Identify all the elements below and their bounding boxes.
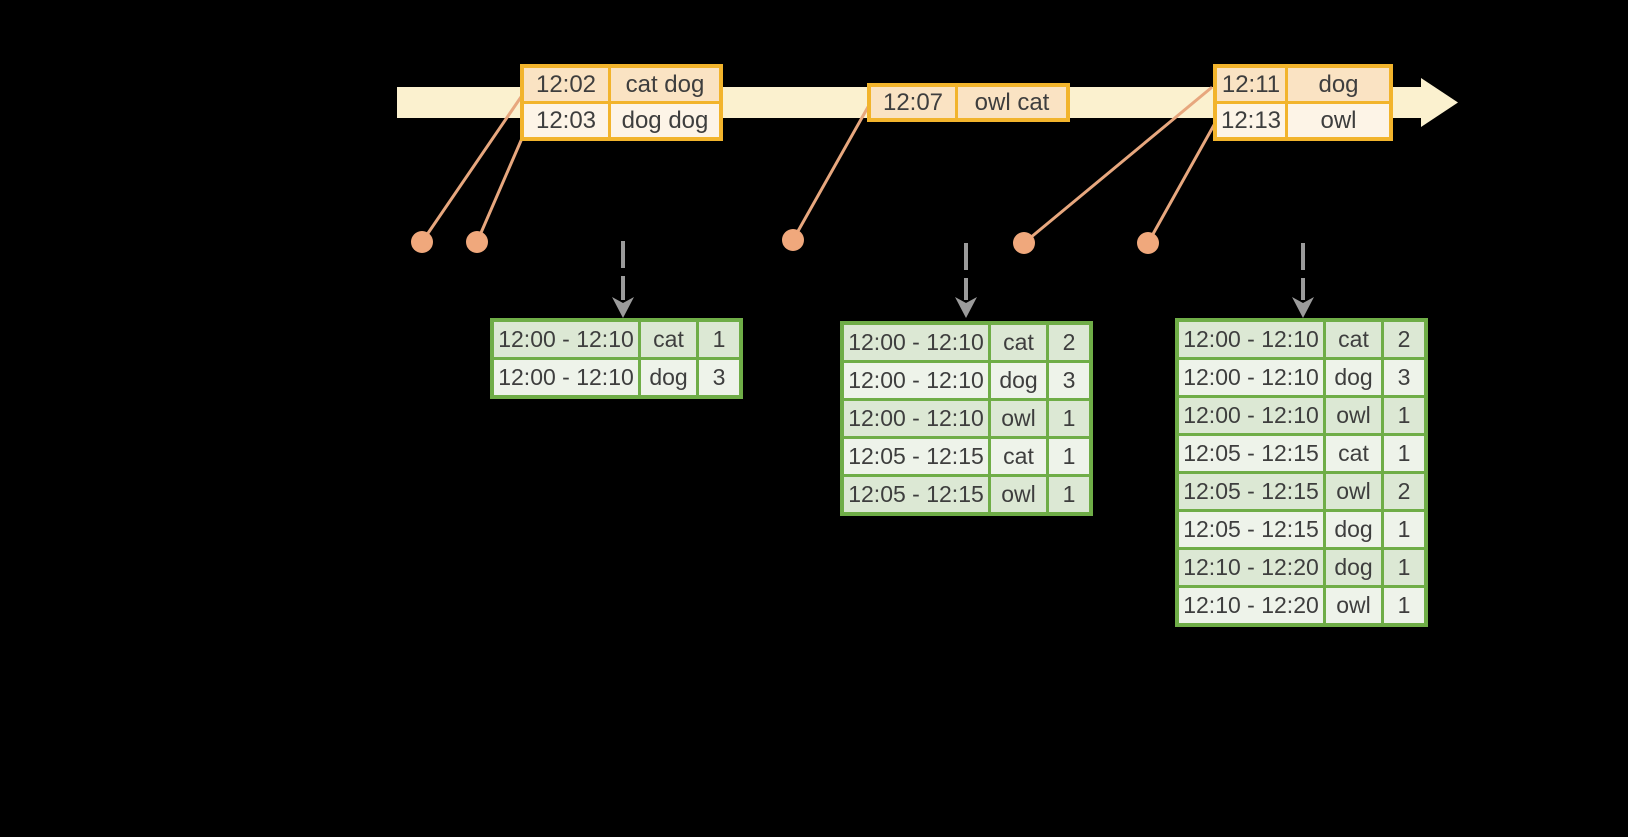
- result-window-cell: 12:00 - 12:10: [844, 401, 988, 436]
- result-count-cell: 1: [1049, 439, 1089, 474]
- event-connector-1: [420, 95, 523, 244]
- result-word-cell: cat: [1326, 436, 1381, 471]
- event-time-cell: 12:11: [1217, 68, 1285, 101]
- event-words-cell: cat dog: [611, 68, 719, 101]
- timeline-arrow-icon: [1421, 78, 1458, 127]
- result-count-cell: 1: [1384, 588, 1424, 623]
- event-words-cell: owl: [1288, 104, 1389, 137]
- result-window-cell: 12:05 - 12:15: [1179, 474, 1323, 509]
- result-count-cell: 1: [1384, 398, 1424, 433]
- result-word-cell: owl: [991, 401, 1046, 436]
- trigger-arrow-icon: [955, 297, 977, 318]
- result-window-cell: 12:05 - 12:15: [844, 439, 988, 474]
- result-count-cell: 1: [699, 322, 739, 357]
- trigger-arrow-icon: [1292, 297, 1314, 318]
- result-window-cell: 12:00 - 12:10: [844, 363, 988, 398]
- result-count-cell: 3: [1384, 360, 1424, 395]
- result-word-cell: dog: [1326, 360, 1381, 395]
- trigger-arrow-icon: [612, 297, 634, 318]
- result-count-cell: 1: [1384, 550, 1424, 585]
- result-count-cell: 1: [1049, 401, 1089, 436]
- result-window-cell: 12:05 - 12:15: [1179, 512, 1323, 547]
- event-time-cell: 12:03: [524, 104, 608, 137]
- result-window-cell: 12:00 - 12:10: [844, 325, 988, 360]
- result-count-cell: 2: [1049, 325, 1089, 360]
- result-window-cell: 12:00 - 12:10: [1179, 322, 1323, 357]
- result-window-cell: 12:05 - 12:15: [844, 477, 988, 512]
- event-dot-icon: [1013, 232, 1035, 254]
- event-time-cell: 12:02: [524, 68, 608, 101]
- result-window-cell: 12:10 - 12:20: [1179, 550, 1323, 585]
- result-count-cell: 3: [1049, 363, 1089, 398]
- result-window-cell: 12:05 - 12:15: [1179, 436, 1323, 471]
- result-count-cell: 1: [1384, 436, 1424, 471]
- result-word-cell: cat: [641, 322, 696, 357]
- result-window-cell: 12:00 - 12:10: [494, 360, 638, 395]
- result-count-cell: 3: [699, 360, 739, 395]
- result-window-cell: 12:00 - 12:10: [1179, 398, 1323, 433]
- event-words-cell: dog dog: [611, 104, 719, 137]
- result-word-cell: dog: [1326, 512, 1381, 547]
- event-dot-icon: [466, 231, 488, 253]
- result-word-cell: cat: [1326, 322, 1381, 357]
- event-dot-icon: [782, 229, 804, 251]
- event-connector-5: [1146, 123, 1216, 245]
- event-dot-icon: [1137, 232, 1159, 254]
- result-word-cell: dog: [991, 363, 1046, 398]
- event-connector-2: [475, 134, 525, 244]
- result-word-cell: owl: [1326, 474, 1381, 509]
- event-words-cell: owl cat: [958, 87, 1066, 118]
- event-time-cell: 12:13: [1217, 104, 1285, 137]
- result-word-cell: owl: [1326, 588, 1381, 623]
- result-count-cell: 2: [1384, 474, 1424, 509]
- result-word-cell: cat: [991, 325, 1046, 360]
- event-connector-3: [791, 105, 870, 242]
- result-word-cell: dog: [1326, 550, 1381, 585]
- result-word-cell: dog: [641, 360, 696, 395]
- event-words-cell: dog: [1288, 68, 1389, 101]
- result-word-cell: cat: [991, 439, 1046, 474]
- event-dot-icon: [411, 231, 433, 253]
- result-word-cell: owl: [1326, 398, 1381, 433]
- result-window-cell: 12:00 - 12:10: [1179, 360, 1323, 395]
- result-window-cell: 12:00 - 12:10: [494, 322, 638, 357]
- event-connector-4: [1022, 86, 1213, 245]
- event-time-cell: 12:07: [871, 87, 955, 118]
- result-count-cell: 2: [1384, 322, 1424, 357]
- result-count-cell: 1: [1049, 477, 1089, 512]
- result-window-cell: 12:10 - 12:20: [1179, 588, 1323, 623]
- result-count-cell: 1: [1384, 512, 1424, 547]
- result-word-cell: owl: [991, 477, 1046, 512]
